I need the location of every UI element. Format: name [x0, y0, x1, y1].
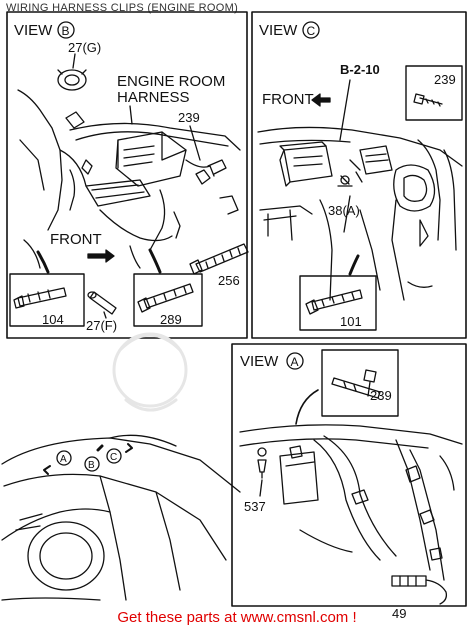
- clip-101-drawing: [305, 289, 363, 315]
- overview-marker-a-label: A: [60, 454, 67, 465]
- inset-104: [9, 273, 85, 327]
- part-27f-drawing: [87, 291, 117, 319]
- panel-view-c: VIEW C B-2-10 FRONT 239: [251, 11, 467, 339]
- label-49: 49: [392, 606, 406, 621]
- view-b-circle: [57, 21, 75, 39]
- label-537: 537: [244, 499, 266, 514]
- clip-537-drawing: [257, 447, 267, 479]
- panel-view-b-border: [6, 11, 248, 339]
- clip-256-drawing: [189, 243, 249, 275]
- view-a-circle: [286, 352, 304, 370]
- front-arrow-c: [311, 93, 331, 107]
- front-arrow-b: [87, 249, 115, 263]
- bolt-239-c-drawing: [413, 93, 443, 107]
- tie-49-drawing: [391, 575, 448, 605]
- label-239-c: 239: [434, 72, 456, 87]
- battery-area-drawing: [257, 126, 463, 301]
- label-27g: 27(G): [68, 40, 101, 55]
- inset-101: [299, 275, 377, 331]
- view-a-heading: VIEW: [240, 353, 279, 370]
- inset-239-a: [321, 349, 399, 417]
- washer-tank-drawing: [239, 424, 463, 581]
- label-27f: 27(F): [86, 318, 117, 333]
- label-b-2-10: B-2-10: [340, 62, 380, 77]
- overview-marker-b-label: B: [88, 460, 95, 471]
- label-harness: HARNESS: [117, 89, 190, 106]
- label-256: 256: [218, 273, 240, 288]
- inset-289: [133, 273, 203, 327]
- label-front-c: FRONT: [262, 91, 314, 108]
- view-a-letter: A: [291, 355, 299, 369]
- label-104: 104: [42, 312, 64, 327]
- bolt-239-a-drawing: [331, 369, 381, 399]
- overview-marker-c: C: [106, 443, 133, 464]
- label-38a: 38(A): [328, 203, 360, 218]
- footer-link-text[interactable]: Get these parts at www.cmsnl.com !: [117, 609, 357, 626]
- panel-view-a: VIEW A 239: [231, 343, 467, 621]
- label-289: 289: [160, 312, 182, 327]
- label-engine-room: ENGINE ROOM: [117, 73, 225, 90]
- view-c-circle: [302, 21, 320, 39]
- engine-bay-drawing: [17, 89, 241, 269]
- diagram-title: WIRING HARNESS CLIPS (ENGINE ROOM): [6, 2, 239, 14]
- view-b-heading: VIEW: [14, 22, 53, 39]
- overview-marker-c-label: C: [110, 452, 117, 463]
- panel-view-b: VIEW B 27(G) ENGINE ROOM HARNESS 239: [6, 11, 249, 339]
- clip-104-drawing: [13, 287, 67, 309]
- view-c-letter: C: [307, 24, 316, 38]
- label-239-b: 239: [178, 110, 200, 125]
- clip-289-drawing: [137, 283, 194, 313]
- inset-239-c: [405, 65, 463, 121]
- view-b-letter: B: [62, 24, 70, 38]
- watermark-logo: [112, 332, 188, 412]
- view-c-heading: VIEW: [259, 22, 298, 39]
- clip-38a-drawing: [337, 175, 353, 187]
- overview-marker-b: B: [84, 444, 104, 472]
- overview-marker-a: A: [43, 450, 72, 475]
- clip-27g-drawing: [57, 53, 87, 91]
- label-239-a: 239: [370, 388, 392, 403]
- label-front-b: FRONT: [50, 231, 102, 248]
- panel-view-a-border: [231, 343, 467, 607]
- label-101: 101: [340, 314, 362, 329]
- panel-view-c-border: [251, 11, 467, 339]
- overview-car: A B C: [1, 434, 241, 601]
